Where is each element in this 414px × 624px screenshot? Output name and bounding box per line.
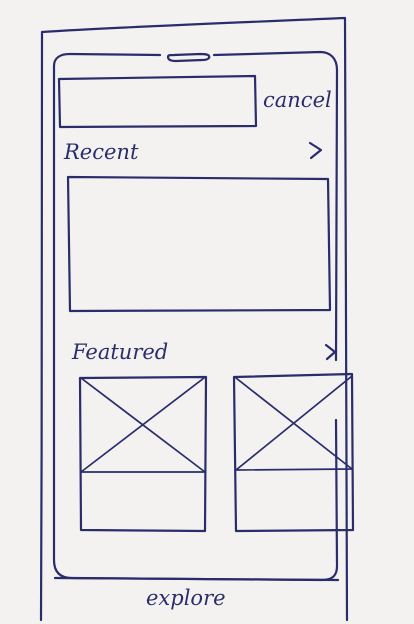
recent-more-button[interactable] (304, 138, 328, 164)
cancel-button[interactable]: cancel (263, 88, 332, 112)
featured-card-2-sketch (232, 372, 355, 533)
featured-chevron-icon (324, 343, 337, 361)
card-2-image-placeholder (235, 375, 353, 471)
recent-section-title: Recent (64, 140, 139, 164)
recent-content-area[interactable] (70, 180, 328, 309)
card-2-frame (232, 372, 355, 533)
recent-chevron-icon (308, 141, 323, 160)
card-1-frame (78, 375, 208, 533)
search-box-outline (57, 74, 258, 129)
featured-card-1-sketch (78, 375, 208, 533)
card-1-image-placeholder (80, 377, 206, 473)
featured-card-2[interactable] (236, 376, 352, 530)
phone-outer-frame (39, 16, 349, 622)
featured-more-button[interactable] (320, 340, 344, 366)
featured-card-1[interactable] (81, 378, 205, 530)
search-input[interactable] (60, 78, 255, 126)
explore-tab[interactable]: explore (146, 586, 226, 610)
speaker-notch (166, 52, 211, 63)
recent-content-box (66, 175, 332, 313)
featured-section-title: Featured (72, 340, 169, 364)
bottom-bar-divider (53, 576, 340, 582)
